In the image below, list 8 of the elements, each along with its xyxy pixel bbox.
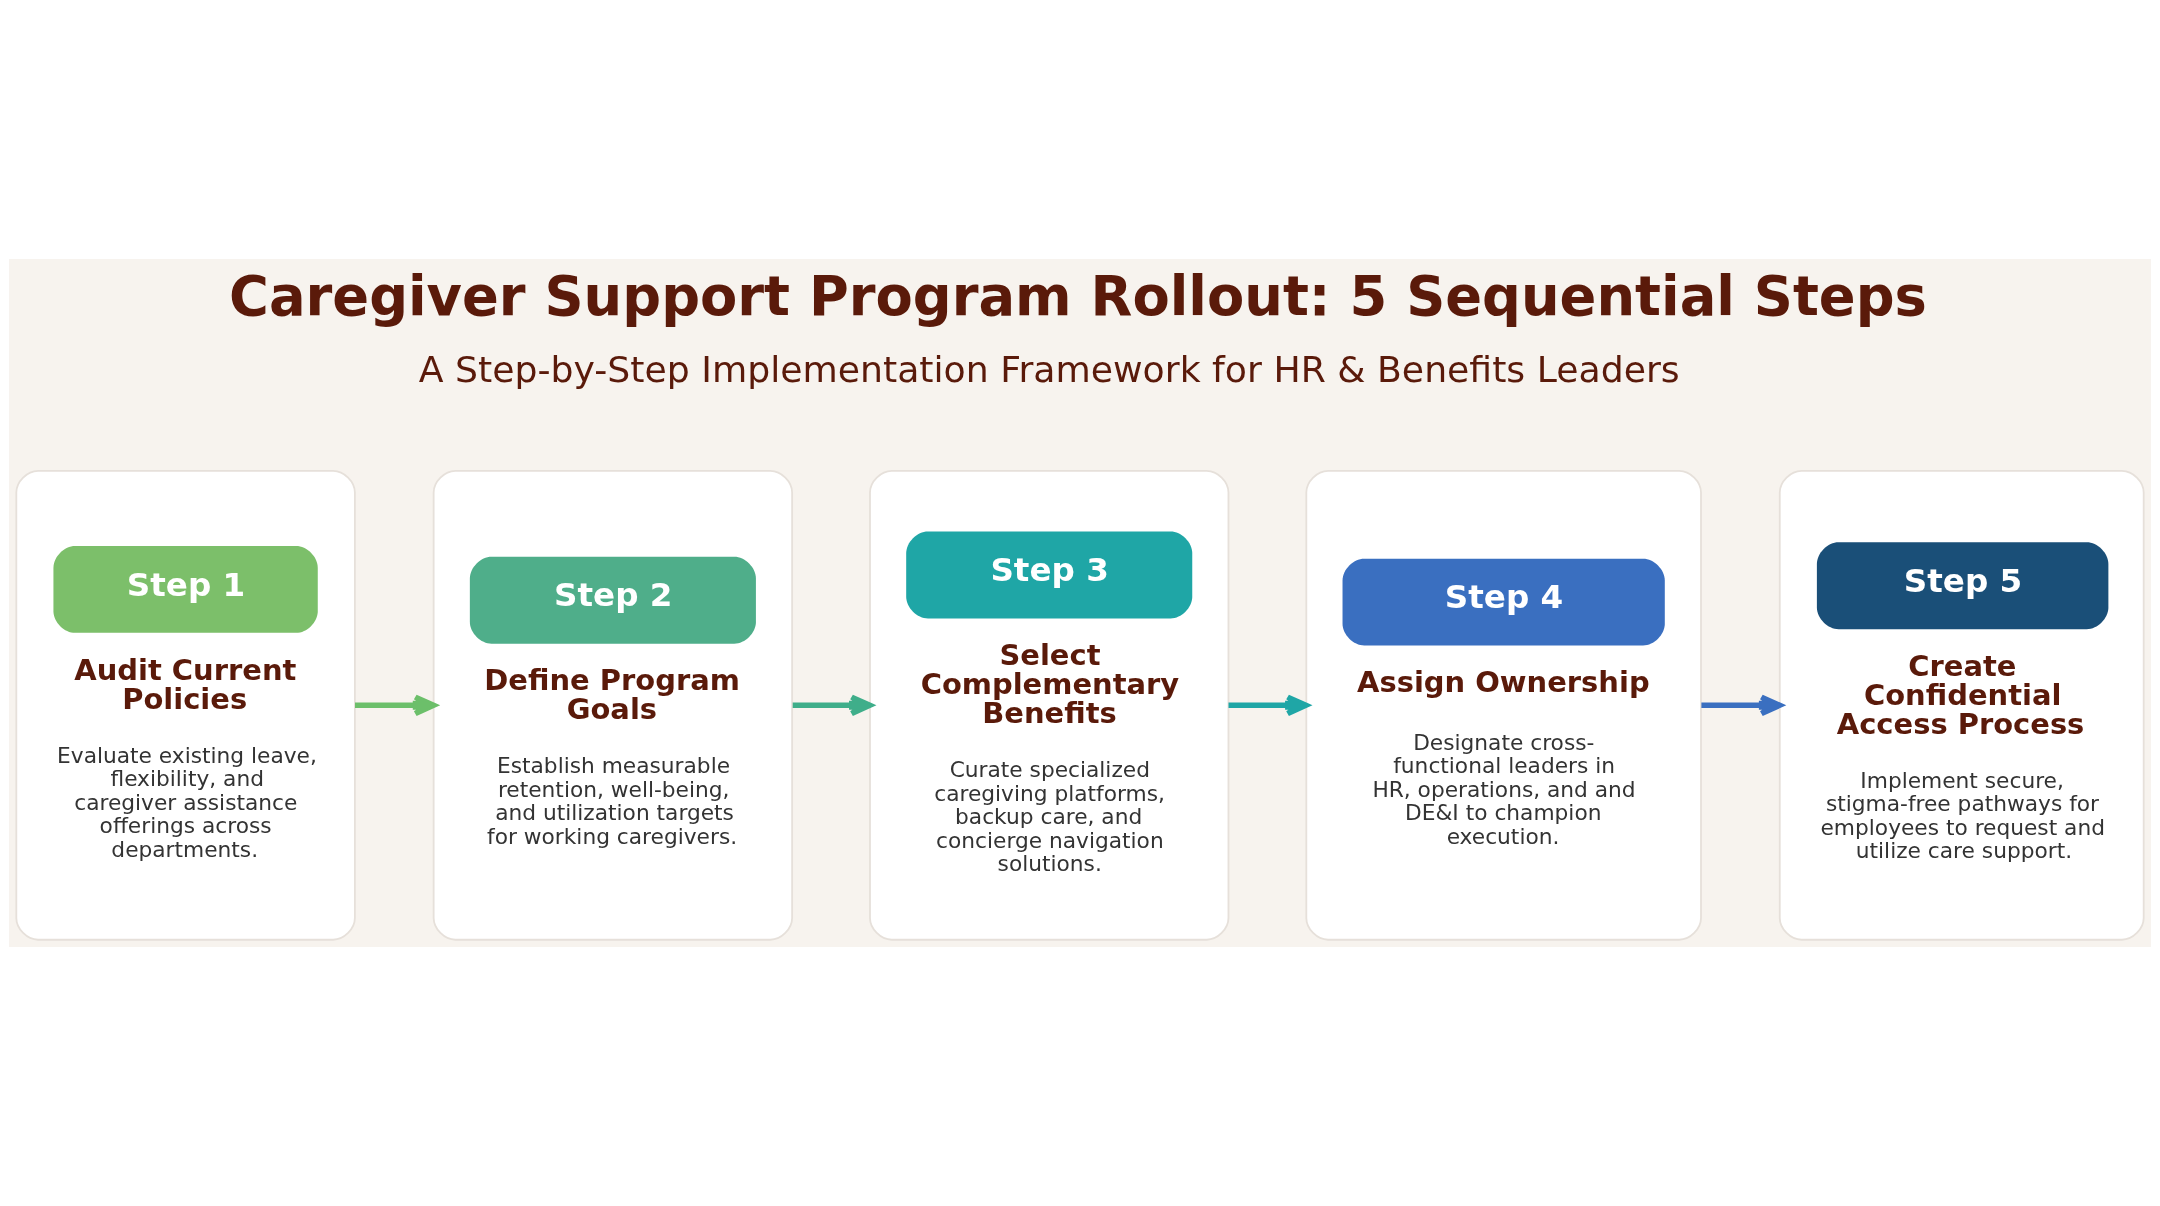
node-box: Step 3 Select Complementary Benefits Curate specialized caregiving platforms, backup care, and concierge navigation solutions. (869, 469, 1230, 941)
diagram-title: Caregiver Support Program Rollout: 5 Sequential Steps (229, 265, 1927, 329)
label: A Step-by-Step Implementation Framework for HR & Benefits Leaders (418, 348, 1680, 392)
node-box: Step 4 Assign Ownership Designate cross-functional leaders in HR, operations, and and DE&I to champion execution. (1305, 469, 1702, 941)
node-box: Step 5 Create Confidential Access Process Implement secure, stigma-free pathways for employees to request and utilize care support. (1778, 469, 2145, 941)
node-box: Step 2 Define Program Goals Establish measurable retention, well-being, and utilization targets for working caregivers. (432, 469, 794, 941)
arrow (355, 694, 437, 717)
node-box: Step 1 Audit Current Policies Evaluate existing leave, flexibility, and caregiver assistance offerings across departments. (15, 469, 356, 941)
